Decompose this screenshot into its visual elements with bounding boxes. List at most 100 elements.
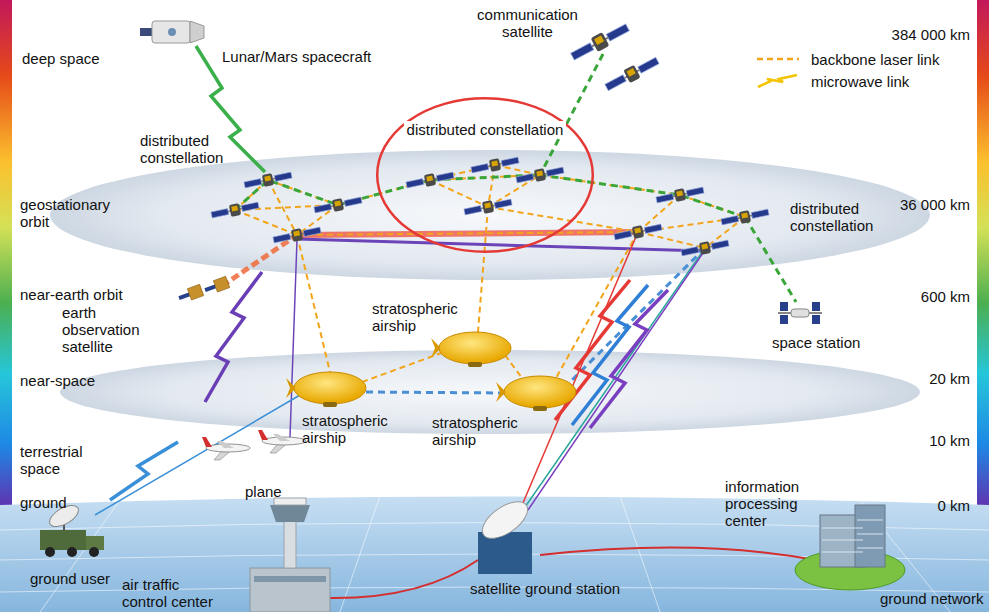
laser-link: [222, 235, 297, 286]
ground-user-vehicle: [40, 530, 86, 550]
orbit-band: [50, 150, 930, 280]
object-label: plane: [245, 483, 282, 500]
altitude-label: 0 km: [870, 497, 970, 514]
processing-center-building: [822, 528, 863, 529]
region-label: geostationary orbit: [20, 196, 120, 230]
laser-link: [297, 235, 330, 372]
satellite-icon: [210, 20, 769, 258]
laser-link: [235, 165, 745, 382]
laser-link: [297, 232, 638, 235]
object-label: ground user: [30, 570, 110, 587]
processing-center-building: [857, 520, 883, 521]
laser-link: [235, 175, 745, 217]
legend-row: microwave link: [755, 70, 939, 92]
earth-observation-satellite-icon: [178, 293, 190, 301]
object-label: earth observation satellite: [62, 304, 150, 355]
region-label: ground: [20, 494, 67, 511]
laser-link: [268, 180, 338, 205]
microwave-link: [590, 290, 668, 428]
plane-icon: [258, 430, 306, 453]
altitude-label: 36 000 km: [870, 196, 970, 213]
satellite-icon: [569, 20, 631, 63]
space-station-icon: [778, 302, 822, 324]
legend: backbone laser link microwave link: [755, 48, 939, 92]
object-label: distributed constellation: [790, 200, 885, 234]
satellite-icon: [720, 206, 769, 228]
satellite-icon: [680, 237, 729, 259]
orbit-band: [50, 150, 930, 434]
legend-text: backbone laser link: [811, 51, 939, 68]
plane-icon: [202, 430, 306, 460]
object-label: stratospheric airship: [372, 300, 472, 334]
laser-link: [297, 239, 705, 251]
earth-observation-satellite-icon: [204, 285, 216, 293]
airship-icon: [286, 332, 576, 411]
legend-sample: [755, 73, 801, 89]
satellite-icon: [603, 54, 661, 94]
object-label: information processing center: [725, 478, 810, 529]
airship-icon: [286, 372, 366, 407]
plane-icon: [202, 437, 250, 460]
object-label: satellite ground station: [470, 580, 620, 597]
ground-user-vehicle: [45, 547, 55, 557]
control-tower-icon: [250, 568, 330, 612]
object-label: air traffic control center: [122, 576, 222, 610]
laser-link: [495, 165, 540, 175]
microwave-link: [110, 442, 178, 500]
ground-network-link: [540, 548, 815, 560]
altitude-label: 10 km: [870, 432, 970, 449]
processing-center-building: [822, 520, 883, 552]
altitude-label: 600 km: [870, 288, 970, 305]
laser-link: [568, 248, 705, 384]
control-tower-icon: [284, 520, 296, 568]
processing-center-building: [857, 548, 883, 549]
legend-sample: [757, 58, 799, 61]
space-station-icon: [780, 302, 788, 311]
laser-link: [297, 232, 638, 235]
satellite-icon: [210, 199, 259, 221]
earth-ground: [620, 496, 660, 612]
laser-link: [478, 207, 488, 332]
ground-network-link: [325, 548, 815, 599]
legend-text: microwave link: [811, 73, 909, 90]
region-label: near-earth orbit: [20, 286, 123, 303]
satellite-icon: [405, 169, 454, 191]
earth-observation-satellite-icon: [177, 284, 204, 303]
satellite-icon: [272, 224, 321, 246]
object-label: ground network: [880, 590, 983, 607]
processing-center-building: [857, 534, 883, 535]
legend-row: backbone laser link: [755, 48, 939, 70]
earth-ground: [40, 500, 120, 612]
altitude-color-bar: [0, 0, 989, 505]
space-station-icon: [812, 315, 820, 324]
laser-link: [745, 217, 796, 302]
laser-link: [638, 232, 705, 248]
region-outline: [377, 98, 593, 252]
microwave-link: [205, 272, 262, 402]
region-outline: [375, 95, 595, 255]
lunar-spacecraft-icon: [190, 21, 204, 43]
earth-observation-satellite-icon: [213, 276, 229, 292]
laser-link: [222, 54, 796, 393]
object-label: communication satellite: [470, 6, 585, 40]
laser-link: [680, 195, 745, 217]
region-label: terrestrial space: [20, 443, 100, 477]
processing-center-building: [855, 505, 885, 567]
object-label: Lunar/Mars spacecraft: [222, 48, 371, 65]
ground-station-dish: [476, 494, 534, 574]
altitude-color-bar: [977, 0, 989, 505]
earth-observation-satellite-icon: [203, 276, 230, 295]
altitude-label: 20 km: [870, 370, 970, 387]
satellite-icon: [470, 154, 519, 176]
space-station-icon: [780, 315, 788, 324]
object-label: stratospheric airship: [432, 414, 532, 448]
microwave-link: [95, 395, 300, 515]
ground-network-link: [325, 560, 478, 598]
altitude-color-bar: [0, 0, 12, 505]
microwave-link: [95, 46, 705, 515]
ground-station-dish: [476, 494, 534, 545]
processing-center-building: [822, 540, 863, 541]
altitude-label: 384 000 km: [870, 26, 970, 43]
